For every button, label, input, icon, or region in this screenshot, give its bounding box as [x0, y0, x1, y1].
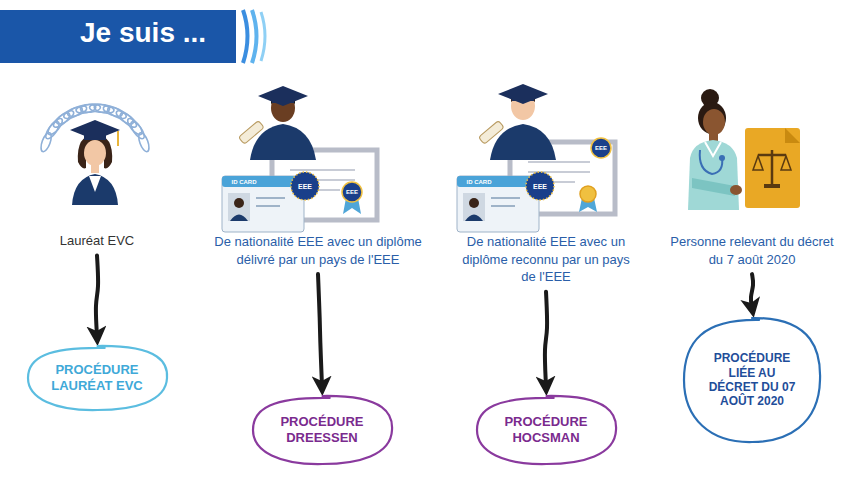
title: Je suis ...	[80, 17, 206, 49]
down-arrow	[545, 292, 547, 386]
down-arrow	[751, 274, 753, 308]
oval-stroke	[477, 396, 616, 464]
banner-stripe	[261, 12, 265, 61]
banner-stripe	[252, 10, 257, 63]
procedure-name: PROCÉDURE DREESSEN	[276, 414, 368, 445]
card-heading: ID CARD	[467, 179, 492, 185]
laurel-leaf	[89, 103, 110, 113]
id-card	[457, 172, 554, 232]
graduate-man	[478, 84, 556, 160]
badge-text: EEE	[533, 183, 547, 190]
graduate-man	[238, 86, 316, 160]
procedure-name: PROCÉDURE LAURÉAT EVC	[51, 362, 143, 393]
badge-text: EEE	[346, 189, 358, 195]
profile-caption: Lauréat EVC	[32, 232, 162, 250]
profile-caption: Personne relevant du décret du 7 août 20…	[667, 233, 837, 268]
profile-text: De nationalité EEE avec un diplôme déliv…	[211, 233, 426, 268]
oval-stroke	[684, 318, 820, 442]
legal-document	[745, 128, 800, 208]
laurel-leaf	[43, 120, 61, 141]
profile-text: Personne relevant du décret du 7 août 20…	[667, 233, 837, 268]
laurel-leaf	[114, 108, 135, 126]
procedure-oval: PROCÉDURE DREESSEN	[251, 394, 394, 466]
id-card	[222, 172, 319, 232]
badge-text: EEE	[298, 183, 312, 190]
laurel-leaf	[51, 111, 71, 130]
laurel-leaf	[125, 116, 144, 136]
down-arrow	[318, 274, 322, 386]
oval-stroke	[27, 346, 166, 410]
down-arrow	[96, 256, 98, 336]
procedure-name: PROCÉDURE LIÉE AU DÉCRET DU 07 AOÛT 2020	[707, 351, 797, 409]
graduate-woman	[70, 120, 120, 205]
procedure-oval: PROCÉDURE LIÉE AU DÉCRET DU 07 AOÛT 2020	[682, 316, 822, 444]
procedure-name: PROCÉDURE HOCSMAN	[500, 414, 592, 445]
profile-caption: De nationalité EEE avec un diplôme déliv…	[211, 233, 426, 268]
banner-stripe	[243, 10, 248, 63]
profile-text: De nationalité EEE avec un diplôme recon…	[461, 233, 631, 286]
procedure-oval: PROCÉDURE HOCSMAN	[475, 394, 618, 466]
profile-caption: De nationalité EEE avec un diplôme recon…	[461, 233, 631, 286]
card-heading: ID CARD	[232, 179, 257, 185]
profile-text: Lauréat EVC	[60, 232, 134, 250]
nurse	[688, 89, 742, 210]
oval-stroke	[253, 396, 392, 464]
procedure-oval: PROCÉDURE LAURÉAT EVC	[26, 344, 169, 412]
title-banner	[0, 10, 236, 63]
badge-text: EEE	[595, 145, 607, 151]
